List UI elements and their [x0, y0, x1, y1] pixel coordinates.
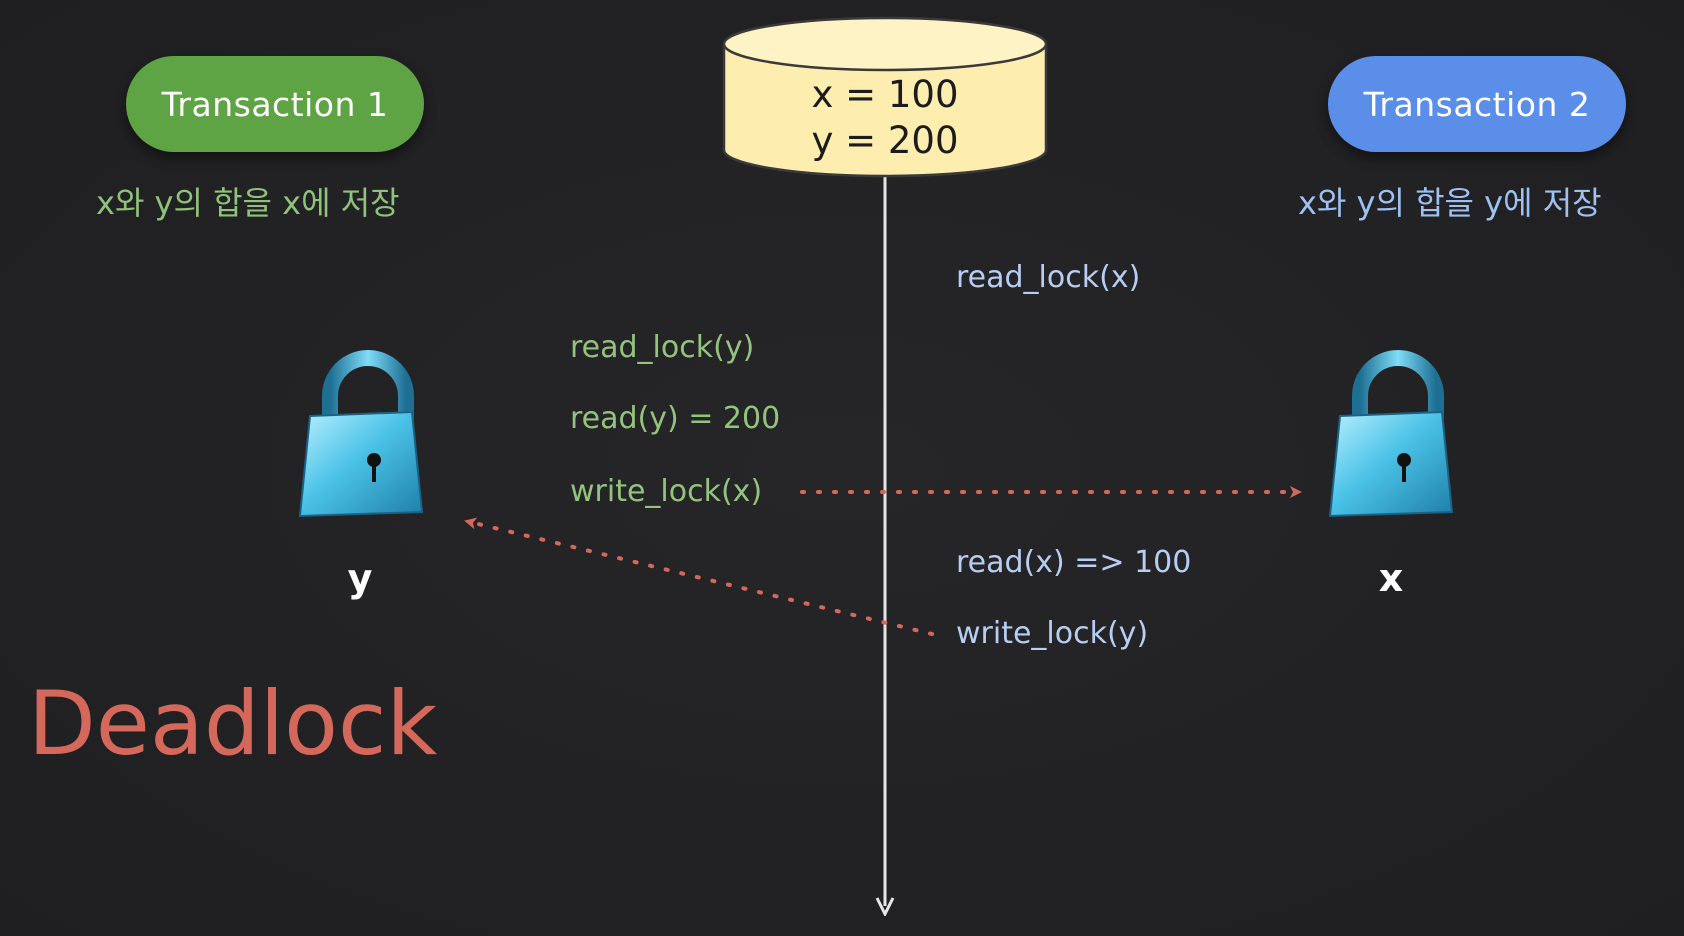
transaction-2-badge: Transaction 2 — [1328, 56, 1626, 152]
t1-op-write-lock: write_lock(x) — [570, 474, 763, 509]
transaction-1-description: x와 y의 합을 x에 저장 — [96, 184, 400, 222]
database-cylinder-icon — [722, 16, 1048, 178]
database-values: x = 100 y = 200 — [724, 72, 1046, 164]
t1-op-read: read(y) = 200 — [570, 401, 781, 436]
arrow-t2-to-lock-y — [464, 517, 934, 636]
lock-label-x: x — [1378, 556, 1404, 600]
transaction-2-description: x와 y의 합을 y에 저장 — [1298, 184, 1602, 222]
t2-op-write-lock: write_lock(y) — [956, 616, 1149, 651]
padlock-icon — [298, 350, 424, 518]
database-value-y: y = 200 — [811, 119, 959, 162]
padlock-icon — [1328, 350, 1454, 518]
t2-op-read-lock: read_lock(x) — [956, 260, 1141, 295]
lock-label-y: y — [347, 556, 373, 600]
t2-op-read: read(x) => 100 — [956, 545, 1192, 580]
database-value-x: x = 100 — [811, 73, 959, 116]
deadlock-title: Deadlock — [28, 672, 438, 775]
transaction-1-badge: Transaction 1 — [126, 56, 424, 152]
t1-op-read-lock: read_lock(y) — [570, 330, 755, 365]
